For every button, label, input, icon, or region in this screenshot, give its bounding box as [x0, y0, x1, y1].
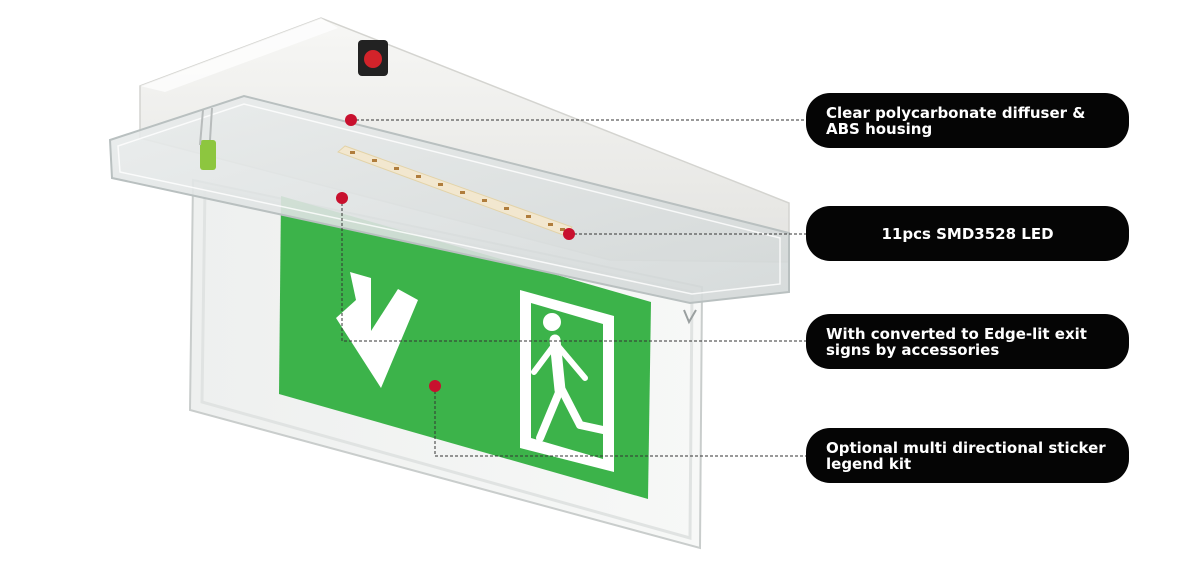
callout-diffuser: Clear polycarbonate diffuser & ABS housi…	[806, 93, 1129, 148]
mounting-clip	[199, 107, 697, 325]
door-icon	[520, 290, 614, 472]
callout-edge-lit-text: With converted to Edge-lit exit signs by…	[826, 324, 1087, 359]
test-button-icon	[358, 40, 388, 76]
callout-legend-text: Optional multi directional sticker legen…	[826, 438, 1106, 473]
callout-leaders	[341, 119, 806, 457]
leader-line-edge-lit	[341, 198, 806, 342]
marker-dot	[429, 380, 441, 392]
marker-dot	[563, 228, 575, 240]
callout-led-text: 11pcs SMD3528 LED	[881, 224, 1054, 243]
polycarbonate-diffuser	[108, 94, 790, 305]
callout-legend: Optional multi directional sticker legen…	[806, 428, 1129, 483]
callout-markers	[336, 114, 575, 392]
callout-led: 11pcs SMD3528 LED	[806, 206, 1129, 261]
led-strip	[337, 145, 573, 237]
leader-line-legend	[434, 386, 806, 457]
exit-sign-legend	[279, 196, 651, 499]
running-man-icon	[531, 313, 607, 442]
down-arrow-icon	[336, 272, 418, 388]
marker-dot	[336, 192, 348, 204]
callout-diffuser-text: Clear polycarbonate diffuser & ABS housi…	[826, 103, 1086, 138]
marker-dot	[345, 114, 357, 126]
callout-edge-lit: With converted to Edge-lit exit signs by…	[806, 314, 1129, 369]
